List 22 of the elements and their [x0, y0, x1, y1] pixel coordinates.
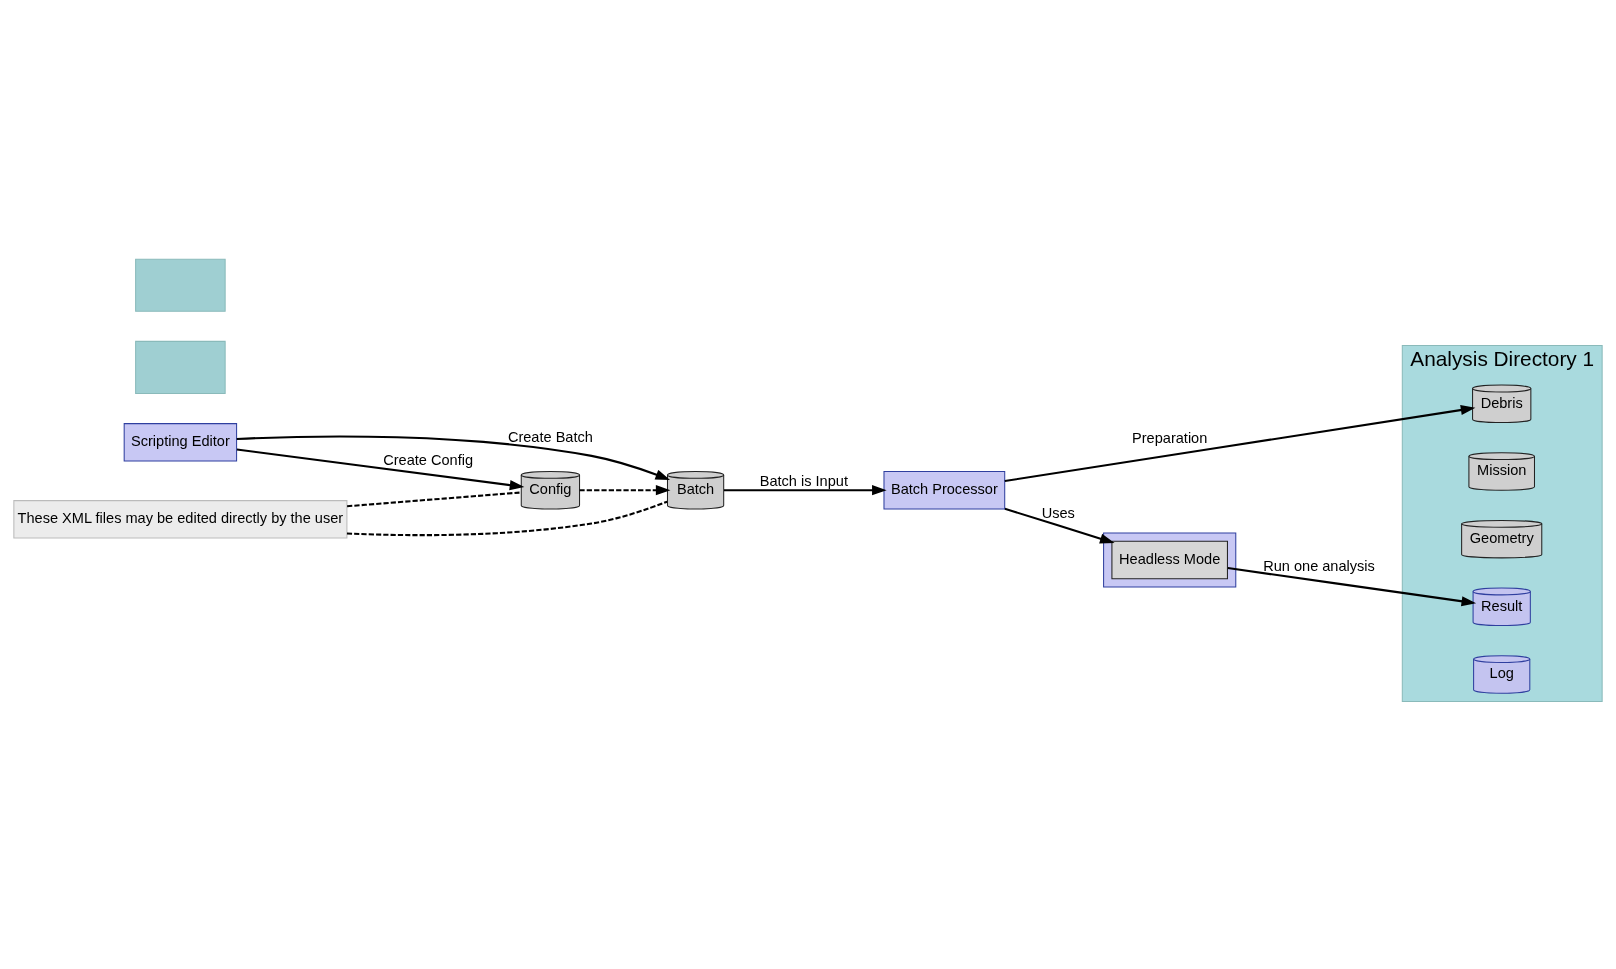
- edge-label: Uses: [1041, 504, 1075, 521]
- arrow: [236, 435, 671, 480]
- node-box: Batch Processor: [883, 470, 1006, 510]
- arrow: [723, 485, 887, 496]
- arrow: [1227, 567, 1477, 607]
- node-box: [135, 258, 226, 312]
- connector: [347, 491, 522, 508]
- connector: [346, 500, 668, 537]
- edge-label: Preparation: [1132, 429, 1208, 446]
- arrow: [1004, 507, 1115, 544]
- node-box: [135, 340, 226, 394]
- edge-label: Run one analysis: [1263, 557, 1375, 574]
- arrow: [236, 448, 525, 491]
- edge-label: Batch is Input: [759, 473, 848, 490]
- edge-label: Create Batch: [507, 428, 593, 445]
- edge-label: Create Config: [383, 452, 474, 469]
- node-box: Headless Mode: [1111, 540, 1228, 580]
- node-box: These XML files may be edited directly by the user: [13, 500, 348, 539]
- cluster: [1103, 532, 1237, 588]
- node-box: Scripting Editor: [123, 423, 238, 462]
- arrow: [579, 485, 671, 496]
- arrow: [1004, 404, 1476, 482]
